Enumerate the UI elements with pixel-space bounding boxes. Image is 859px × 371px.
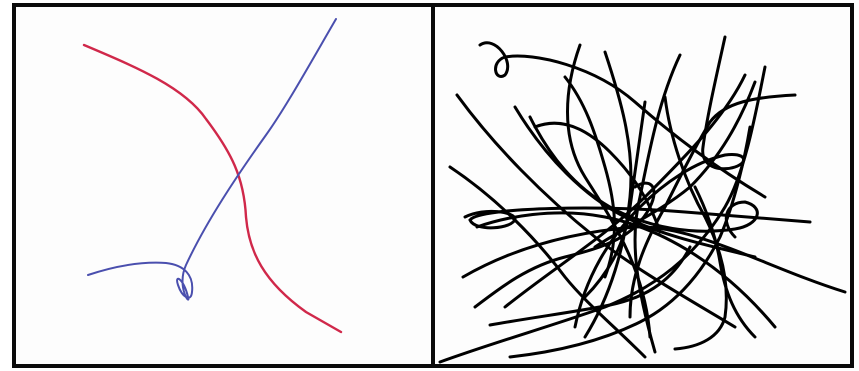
panel-two-crossing-curves	[12, 3, 435, 368]
panel-tangled-curves	[431, 3, 854, 368]
tangled-curves-canvas	[435, 7, 850, 364]
red-curve	[84, 45, 341, 332]
tangle-curve	[475, 183, 654, 307]
blue-curve	[88, 19, 336, 300]
figure	[12, 3, 854, 368]
left-curves-canvas	[16, 7, 431, 364]
